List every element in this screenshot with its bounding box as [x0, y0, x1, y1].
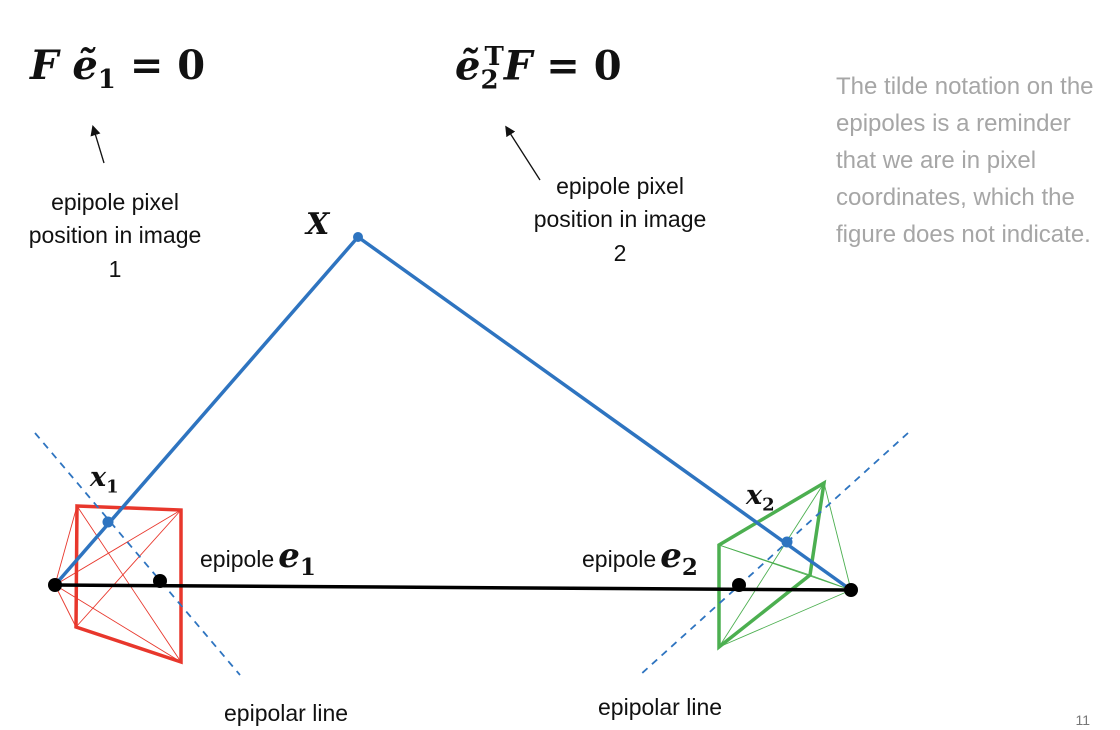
camera-center-2	[844, 583, 858, 597]
page-number: 11	[1075, 712, 1090, 728]
label-e2-base: e	[660, 536, 682, 576]
epipole-subscript: 2	[480, 65, 499, 96]
equation-rhs: = 0	[546, 42, 622, 90]
annotation-arrow-image2	[505, 125, 541, 181]
ray-camera1-to-X	[53, 235, 360, 587]
epipole-subscript: 1	[97, 65, 116, 95]
label-e1-symbol: e1	[278, 536, 316, 581]
label-x1: x1	[90, 462, 119, 497]
camera-center-1	[48, 578, 62, 592]
label-e1: epipole e1	[200, 536, 316, 581]
tilde-notation-note: The tilde notation on the epipoles is a …	[836, 73, 1094, 248]
point-x1	[102, 516, 114, 528]
transpose-superscript: T	[484, 42, 504, 72]
ray-camera2-to-X	[356, 235, 853, 592]
annotation-epipole-image2: epipole pixel position in image 2	[533, 173, 707, 266]
equation-rhs: = 0	[129, 42, 206, 89]
point-e2	[732, 578, 746, 592]
label-e1-sub: 1	[299, 553, 316, 581]
label-e2-symbol: e2	[660, 536, 698, 581]
point-e1	[153, 574, 167, 588]
baseline	[54, 583, 852, 592]
annotation-epipole-image1: epipole pixel position in image 1	[28, 189, 202, 282]
point-X	[353, 232, 363, 242]
fundamental-matrix-symbol: F	[30, 42, 59, 89]
equation-epipole-image2: ẽ2TF = 0	[455, 42, 622, 95]
equation-epipole-image1: F ẽ1 = 0	[30, 42, 205, 95]
epipole-tilde-symbol: ẽ	[455, 42, 481, 90]
label-x1-sub: 1	[106, 476, 119, 498]
label-X: X	[306, 207, 330, 242]
label-x2-base: x	[746, 480, 763, 511]
annotation-arrow-image1	[90, 125, 105, 164]
epipolar-line-label-2: epipolar line	[598, 694, 723, 720]
label-x2: x2	[746, 480, 775, 515]
label-x2-sub: 2	[762, 494, 775, 516]
fundamental-matrix-symbol: F	[503, 42, 533, 90]
label-x1-base: x	[90, 462, 107, 493]
label-e2-prefix: epipole	[582, 546, 657, 572]
epipolar-line-label-1: epipolar line	[224, 700, 349, 726]
label-e1-prefix: epipole	[200, 546, 275, 572]
label-e2-sub: 2	[681, 553, 698, 581]
epipolar-line-2	[639, 432, 909, 676]
label-e2: epipole e2	[582, 536, 698, 581]
image-plane-2	[717, 479, 852, 651]
epipolar-line-1	[34, 432, 241, 676]
point-x2	[781, 536, 793, 548]
label-e1-base: e	[278, 536, 300, 576]
epipole-tilde-symbol: ẽ	[72, 42, 98, 89]
